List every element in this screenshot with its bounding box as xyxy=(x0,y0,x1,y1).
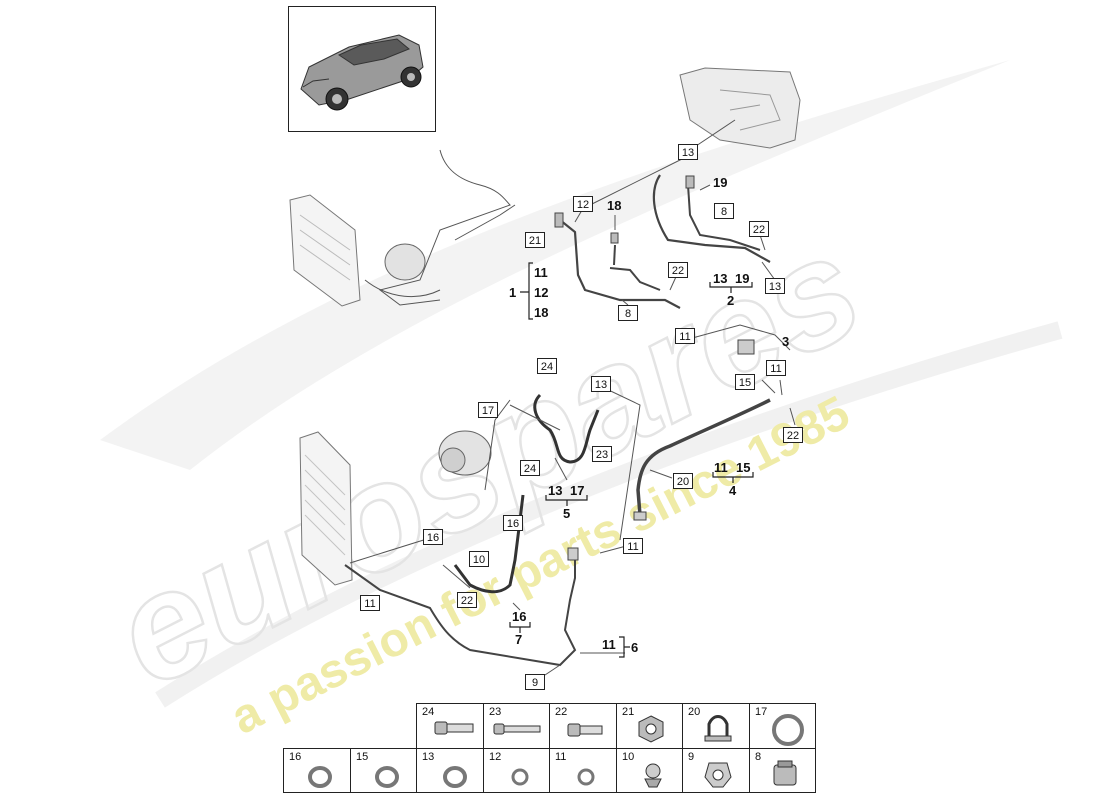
part-cell-21: 21 xyxy=(616,703,683,749)
part-cell-9: 9 xyxy=(682,748,750,793)
part-number: 24 xyxy=(422,706,435,718)
lower-system-lines xyxy=(299,379,796,676)
group-5-item-17: 17 xyxy=(570,483,585,498)
callout-13-mid: 13 xyxy=(591,376,611,392)
callout-22-bottom: 22 xyxy=(457,592,477,608)
part-cell-13: 13 xyxy=(416,748,484,793)
group-1-item-11: 11 xyxy=(534,265,548,280)
part-number: 23 xyxy=(489,706,502,718)
callout-17: 17 xyxy=(478,402,498,418)
group-3-number: 3 xyxy=(782,334,790,349)
bracket-clip-icon xyxy=(704,762,732,788)
hose-clamp-icon xyxy=(704,715,732,742)
part-number: 8 xyxy=(755,751,762,763)
bolt-short-icon xyxy=(567,723,603,737)
group-4-item-11: 11 xyxy=(714,460,728,475)
callout-8-upper: 8 xyxy=(714,203,734,219)
part-number: 16 xyxy=(289,751,302,763)
callout-24-lower: 24 xyxy=(520,460,540,476)
callout-22-lower: 22 xyxy=(783,427,803,443)
callout-11-right: 11 xyxy=(766,360,786,376)
watermark-swoosh xyxy=(100,60,1010,470)
group-6-item-11: 11 xyxy=(602,637,616,652)
callout-10: 10 xyxy=(469,551,489,567)
group-4-item-15: 15 xyxy=(736,460,751,475)
group-2-item-13: 13 xyxy=(713,271,728,286)
callout-16-left: 16 xyxy=(423,529,443,545)
part-cell-22: 22 xyxy=(549,703,617,749)
callout-24-upper: 24 xyxy=(537,358,557,374)
group-5-number: 5 xyxy=(563,506,571,521)
part-cell-24: 24 xyxy=(416,703,484,749)
callout-20: 20 xyxy=(673,473,693,489)
part-cell-15: 15 xyxy=(350,748,417,793)
part-number: 11 xyxy=(555,751,567,763)
part-number: 12 xyxy=(489,751,502,763)
part-number: 17 xyxy=(755,706,768,718)
group-2-item-19: 19 xyxy=(735,271,750,286)
group-1-item-18: 18 xyxy=(534,305,549,320)
valve-cap-icon xyxy=(773,760,797,786)
callout-11-mid: 11 xyxy=(623,538,643,554)
callout-11-upper: 11 xyxy=(675,328,695,344)
bolt-long-icon xyxy=(493,723,541,735)
part-number: 9 xyxy=(688,751,695,763)
o-ring-small-icon xyxy=(577,768,595,786)
callout-18: 18 xyxy=(607,198,622,213)
callout-19: 19 xyxy=(713,175,728,190)
car-suv-icon xyxy=(300,34,424,111)
part-number: 22 xyxy=(555,706,568,718)
nut-icon xyxy=(638,715,664,743)
part-number: 13 xyxy=(422,751,435,763)
part-cell-16: 16 xyxy=(283,748,351,793)
part-number: 10 xyxy=(622,751,635,763)
callout-8-lower: 8 xyxy=(618,305,638,321)
group-7-number: 7 xyxy=(515,632,523,647)
part-number: 15 xyxy=(356,751,369,763)
part-cell-20: 20 xyxy=(682,703,750,749)
o-ring-large-icon xyxy=(772,714,804,746)
o-ring-icon xyxy=(443,766,467,788)
callout-21: 21 xyxy=(525,232,545,248)
group-1-number: 1 xyxy=(509,285,517,300)
callout-23: 23 xyxy=(592,446,612,462)
group-6-number: 6 xyxy=(631,640,639,655)
bolt-long-icon xyxy=(434,721,474,735)
callout-13-top: 13 xyxy=(678,144,698,160)
callout-13-right: 13 xyxy=(765,278,785,294)
o-ring-icon xyxy=(375,766,399,788)
part-number: 21 xyxy=(622,706,635,718)
group-4-number: 4 xyxy=(729,483,737,498)
group-2-number: 2 xyxy=(727,293,735,308)
callout-16-right: 16 xyxy=(503,515,523,531)
o-ring-icon xyxy=(308,766,332,788)
part-cell-23: 23 xyxy=(483,703,550,749)
part-cell-12: 12 xyxy=(483,748,550,793)
callout-22-right: 22 xyxy=(749,221,769,237)
clip-icon xyxy=(644,763,662,788)
o-ring-small-icon xyxy=(511,768,529,786)
group-5-item-13: 13 xyxy=(548,483,563,498)
part-cell-17: 17 xyxy=(749,703,816,749)
callout-11-left: 11 xyxy=(360,595,380,611)
group-1-item-12: 12 xyxy=(534,285,549,300)
callout-22-mid: 22 xyxy=(668,262,688,278)
part-cell-8: 8 xyxy=(749,748,816,793)
part-number: 20 xyxy=(688,706,701,718)
group-7-item-16: 16 xyxy=(512,609,527,624)
part-cell-11: 11 xyxy=(549,748,617,793)
part-cell-10: 10 xyxy=(616,748,683,793)
vehicle-thumbnail xyxy=(288,6,436,132)
callout-15: 15 xyxy=(735,374,755,390)
callout-12: 12 xyxy=(573,196,593,212)
callout-9: 9 xyxy=(525,674,545,690)
